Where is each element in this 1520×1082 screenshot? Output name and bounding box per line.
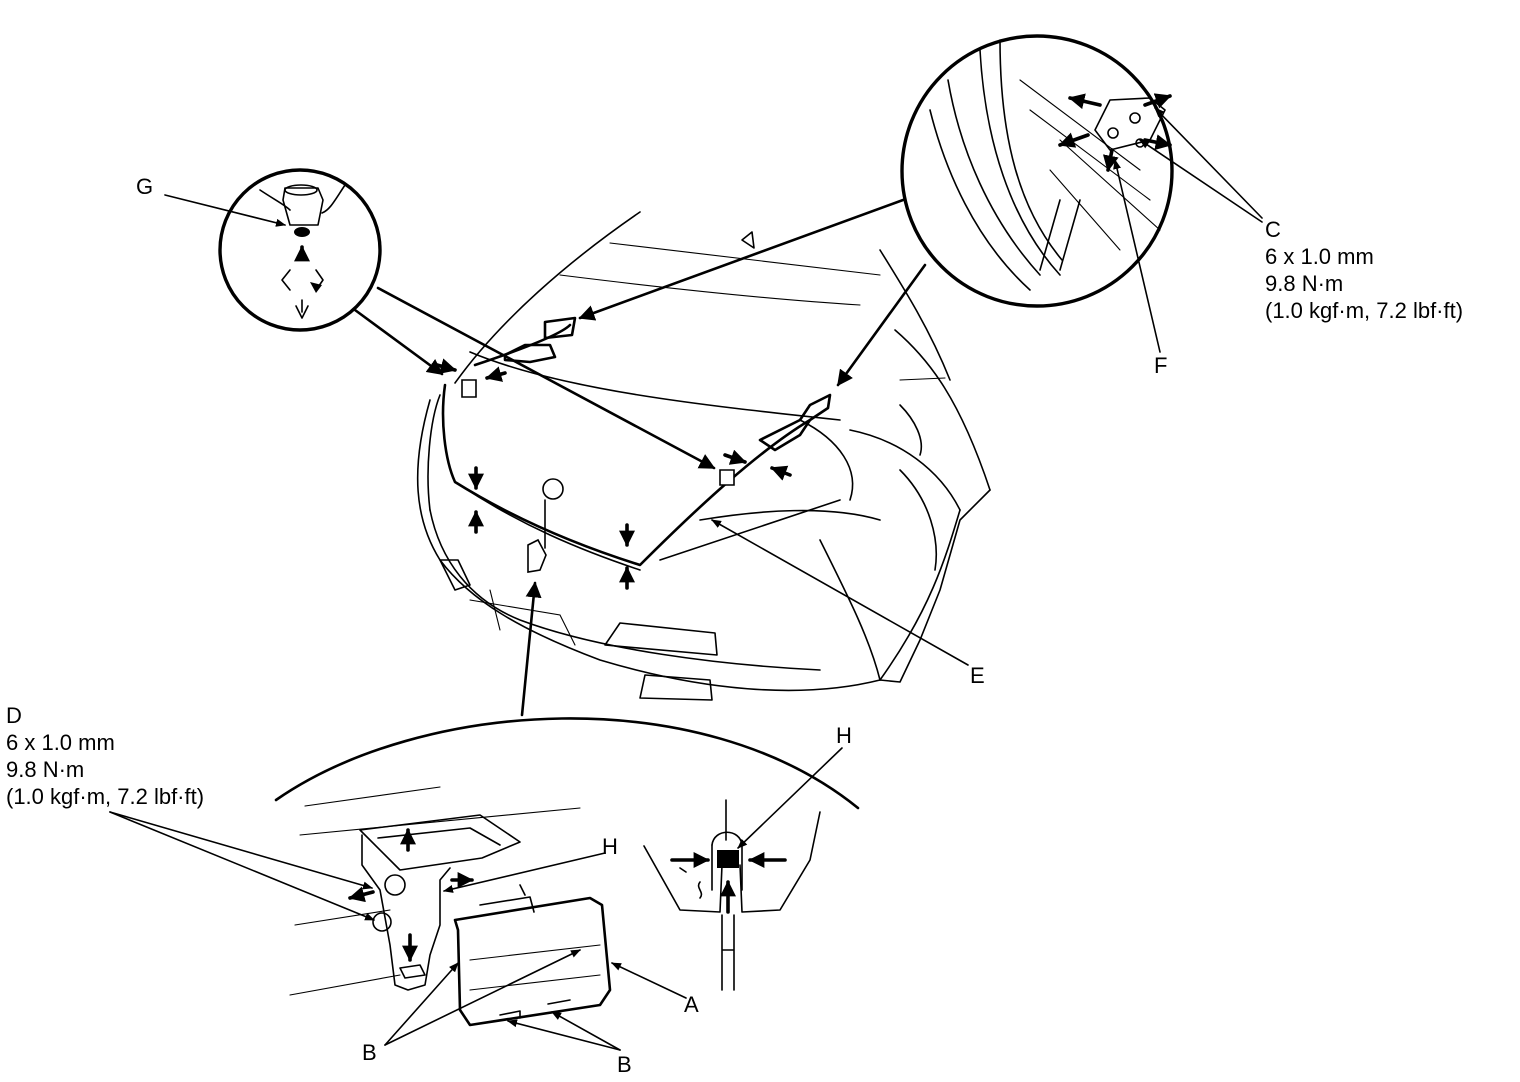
label-d: D (6, 703, 22, 728)
label-c-torque-alt: (1.0 kgf·m, 7.2 lbf·ft) (1265, 298, 1463, 323)
vehicle-rear-view (416, 211, 991, 701)
label-d-torque-alt: (1.0 kgf·m, 7.2 lbf·ft) (6, 784, 204, 809)
label-e: E (970, 663, 985, 688)
callout-lines (109, 107, 1263, 1051)
label-d-torque: 9.8 N·m (6, 757, 84, 782)
label-h-upper: H (836, 723, 852, 748)
label-g: G (136, 174, 153, 199)
label-b-right: B (617, 1052, 632, 1077)
label-c-bolt: 6 x 1.0 mm (1265, 244, 1374, 269)
label-a: A (684, 992, 699, 1017)
label-c: C (1265, 217, 1281, 242)
detail-lower-arc (274, 717, 860, 1027)
labels: G C 6 x 1.0 mm 9.8 N·m (1.0 kgf·m, 7.2 l… (6, 174, 1463, 1077)
label-c-torque: 9.8 N·m (1265, 271, 1343, 296)
label-h-lower: H (602, 834, 618, 859)
detail-c-f-bolt-view (900, 34, 1174, 308)
label-d-bolt: 6 x 1.0 mm (6, 730, 115, 755)
label-b-left: B (362, 1040, 377, 1065)
label-f: F (1154, 353, 1167, 378)
detail-g-clip-view (218, 168, 382, 332)
